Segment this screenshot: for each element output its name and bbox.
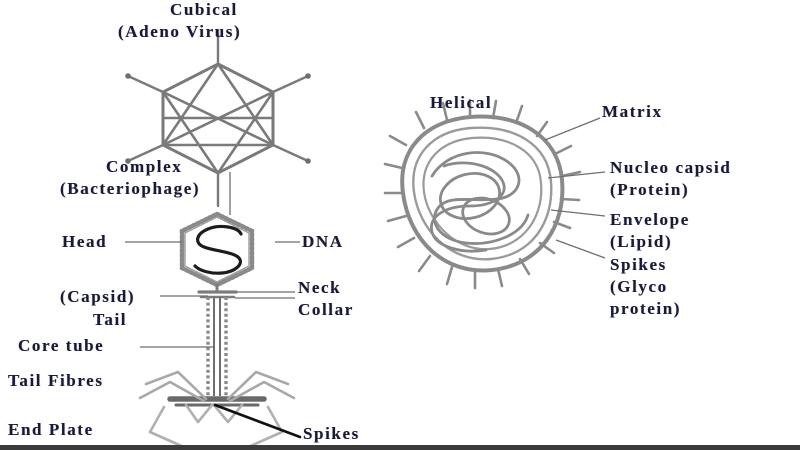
spikes-leader-line xyxy=(213,403,302,439)
label-adeno-virus: (Adeno Virus) xyxy=(118,22,242,41)
label-end-plate: End Plate xyxy=(8,420,94,439)
phage-core-tube xyxy=(213,297,221,396)
label-matrix: Matrix xyxy=(602,102,663,121)
label-lipid: (Lipid) xyxy=(610,232,673,251)
label-capsid: (Capsid) xyxy=(60,287,136,306)
label-core-tube: Core tube xyxy=(18,336,105,355)
helical-nucleocapsid xyxy=(430,151,530,253)
phage-spikes xyxy=(148,403,284,450)
label-spikes-helical: Spikes xyxy=(610,255,667,274)
label-glyco: (Glyco xyxy=(610,277,668,296)
label-envelope: Envelope xyxy=(610,210,690,229)
label-nucleo-capsid: Nucleo capsid xyxy=(610,158,732,177)
label-collar: Collar xyxy=(298,300,354,319)
label-protein-close: protein) xyxy=(610,299,682,318)
label-neck: Neck xyxy=(298,278,342,297)
phage-end-plate xyxy=(167,396,267,407)
phage-dna-coil xyxy=(193,224,243,275)
label-dna: DNA xyxy=(302,232,344,251)
label-head: Head xyxy=(62,232,108,251)
phage-tail-fibres xyxy=(138,370,296,403)
label-helical: Helical xyxy=(430,93,493,112)
label-spikes-phage: Spikes xyxy=(303,424,360,443)
bottom-border xyxy=(0,445,800,450)
phage-neck-collar xyxy=(197,283,238,299)
adenovirus-fibres xyxy=(126,28,310,208)
label-tail: Tail xyxy=(93,310,128,329)
helical-envelope xyxy=(400,114,565,273)
helical-spikes xyxy=(383,98,582,290)
adenovirus-fibre-knobs xyxy=(125,73,311,164)
label-complex: Complex xyxy=(106,157,183,176)
label-tail-fibres: Tail Fibres xyxy=(8,371,104,390)
label-cubical: Cubical xyxy=(170,0,238,19)
label-protein: (Protein) xyxy=(610,180,690,199)
leader-lines xyxy=(125,117,606,348)
label-bacteriophage: (Bacteriophage) xyxy=(60,179,201,198)
